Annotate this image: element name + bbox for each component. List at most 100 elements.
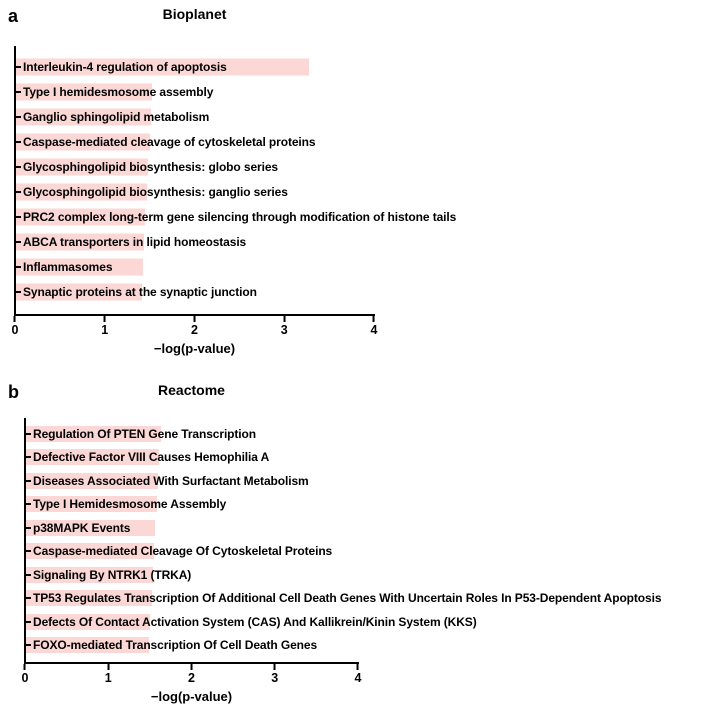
bar-label: Signaling By NTRK1 (TRKA) — [33, 567, 192, 582]
bar-row: FOXO-mediated Transcription Of Cell Deat… — [24, 634, 359, 658]
bar — [26, 543, 155, 560]
bar-label: Diseases Associated With Surfactant Meta… — [33, 473, 309, 488]
x-tick: 0 — [21, 664, 29, 685]
x-tick-label: 2 — [191, 323, 198, 337]
x-tick-mark — [372, 316, 375, 322]
bar — [26, 519, 156, 536]
bar-row: Defective Factor VIII Causes Hemophilia … — [24, 446, 359, 470]
y-tick-mark — [24, 550, 31, 553]
bar-label: Inflammasomes — [23, 259, 113, 274]
bar-label: FOXO-mediated Transcription Of Cell Deat… — [33, 638, 318, 653]
x-tick: 3 — [281, 316, 288, 337]
bar — [26, 472, 158, 489]
x-tick: 1 — [105, 664, 112, 685]
x-tick-label: 4 — [370, 323, 378, 337]
y-tick-mark — [14, 240, 21, 243]
panel-label-b: b — [8, 382, 19, 402]
bar — [26, 613, 151, 630]
panel-title-bioplanet: Bioplanet — [162, 6, 227, 22]
bar-label: Type I Hemidesmosome Assembly — [33, 497, 227, 512]
y-tick-mark — [14, 265, 21, 268]
y-tick-mark — [24, 526, 31, 529]
panel-reactome: b Reactome Regulation Of PTEN Gene Trans… — [0, 382, 725, 712]
y-tick-mark — [24, 573, 31, 576]
bar-label: Defective Factor VIII Causes Hemophilia … — [33, 450, 270, 465]
x-tick-label: 4 — [354, 671, 362, 685]
y-tick-mark — [14, 290, 21, 293]
x-tick-mark — [356, 664, 359, 670]
bar-row: Regulation Of PTEN Gene Transcription — [24, 422, 359, 446]
x-tick-mark — [193, 316, 196, 322]
bar — [16, 158, 148, 175]
x-axis-bioplanet: 0 1 2 3 4 — [11, 316, 378, 340]
bar — [16, 83, 153, 100]
bar-label: Caspase-mediated Cleavage Of Cytoskeleta… — [33, 544, 333, 559]
bar-label: Regulation Of PTEN Gene Transcription — [33, 426, 256, 441]
x-tick-label: 1 — [101, 323, 109, 337]
y-tick-mark — [14, 65, 21, 68]
bar-label: Interleukin-4 regulation of apoptosis — [23, 59, 227, 74]
y-tick-mark — [24, 597, 31, 600]
bar-row: Caspase-mediated cleavage of cytoskeleta… — [14, 129, 375, 154]
bar — [16, 283, 142, 300]
bar-row: Type I Hemidesmosome Assembly — [24, 493, 359, 517]
bar — [26, 590, 152, 607]
bar-row: Inflammasomes — [14, 254, 375, 279]
x-axis-label-reactome: −log(p-value) — [150, 689, 233, 704]
x-tick: 4 — [370, 316, 378, 337]
bar-label: Caspase-mediated cleavage of cytoskeleta… — [23, 134, 316, 149]
bar-label: p38MAPK Events — [33, 520, 131, 535]
x-tick-label: 0 — [11, 323, 19, 337]
x-axis-label-bioplanet: −log(p-value) — [153, 341, 236, 356]
bar-row: Signaling By NTRK1 (TRKA) — [24, 563, 359, 587]
y-tick-mark — [14, 215, 21, 218]
y-tick-mark — [24, 479, 31, 482]
x-tick-label: 2 — [188, 671, 195, 685]
bar — [16, 183, 148, 200]
bar — [26, 496, 157, 513]
y-tick-mark — [14, 190, 21, 193]
y-tick-mark — [24, 456, 31, 459]
x-tick-label: 1 — [104, 671, 112, 685]
bar-row: Glycosphingolipid biosynthesis: ganglio … — [14, 179, 375, 204]
bar — [16, 208, 146, 225]
y-tick-mark — [14, 165, 21, 168]
x-tick-mark — [283, 316, 286, 322]
bar-row: TP53 Regulates Transcription Of Addition… — [24, 587, 662, 611]
x-tick-label: 3 — [271, 671, 279, 685]
bar-row: ABCA transporters in lipid homeostasis — [14, 229, 375, 254]
y-tick-mark — [24, 432, 31, 435]
bar-label: Type I hemidesmosome assembly — [23, 84, 214, 99]
bar-label: TP53 Regulates Transcription Of Addition… — [33, 591, 662, 606]
y-tick-mark — [14, 115, 21, 118]
bar — [16, 258, 143, 275]
y-tick-mark — [24, 620, 31, 623]
y-tick-mark — [14, 90, 21, 93]
x-tick: 3 — [271, 664, 278, 685]
y-tick-mark — [24, 644, 31, 647]
bar-label: Glycosphingolipid biosynthesis: ganglio … — [23, 184, 288, 199]
y-tick-mark — [24, 503, 31, 506]
x-tick: 2 — [191, 316, 198, 337]
x-tick-label: 3 — [280, 323, 288, 337]
bar — [26, 425, 161, 442]
bar-row: Ganglio sphingolipid metabolism — [14, 104, 375, 129]
panel-bioplanet: a Bioplanet Interleukin-4 regulation of … — [0, 6, 725, 376]
bar-row: PRC2 complex long-term gene silencing th… — [14, 204, 456, 229]
bar-label: Glycosphingolipid biosynthesis: globo se… — [23, 159, 278, 174]
bar — [26, 449, 160, 466]
x-tick: 2 — [188, 664, 195, 685]
x-tick-mark — [23, 664, 26, 670]
x-tick-label: 0 — [21, 671, 29, 685]
bar — [16, 233, 145, 250]
bar — [26, 566, 153, 583]
bar-row: Diseases Associated With Surfactant Meta… — [24, 469, 359, 493]
x-tick-mark — [273, 664, 276, 670]
bar-row: Interleukin-4 regulation of apoptosis — [14, 54, 375, 79]
bar-row: Defects Of Contact Activation System (CA… — [24, 610, 477, 634]
bar-label: Defects Of Contact Activation System (CA… — [33, 614, 477, 629]
bar-label: Synaptic proteins at the synaptic juncti… — [23, 284, 257, 299]
